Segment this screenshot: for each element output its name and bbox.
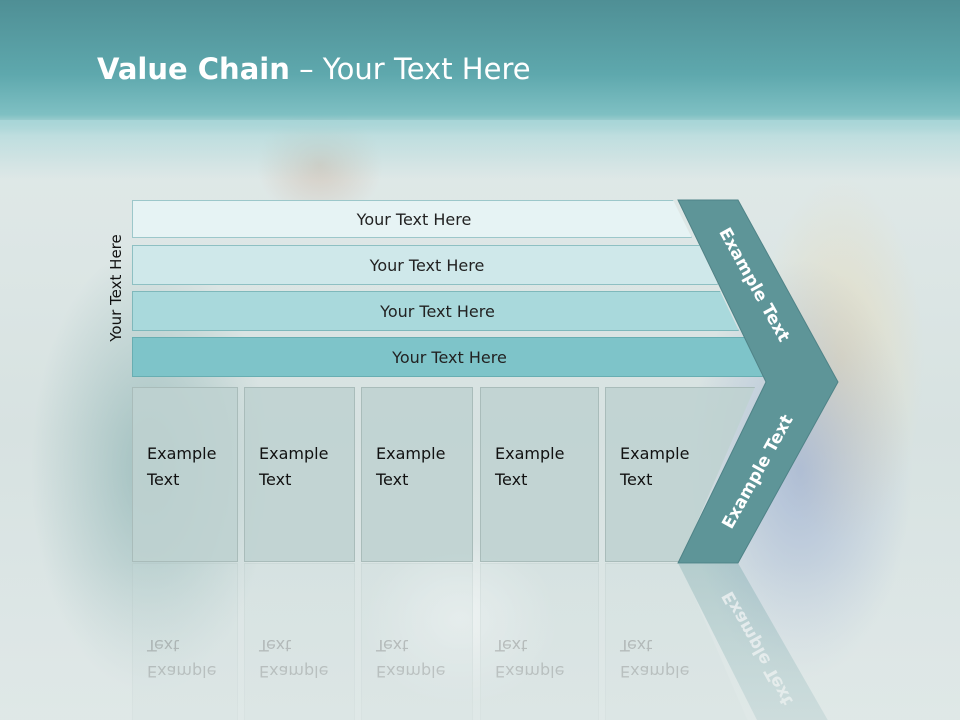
bar-1-label: Your Text Here [356,209,472,229]
column-2: Example Text [244,387,355,562]
column-4-line2: Text [495,470,528,489]
column-1-line2: Text [147,470,180,489]
column-1-line1: Example [147,444,217,463]
bar-4-label: Your Text Here [392,347,507,367]
bar-2: Your Text Here [132,245,718,285]
side-label: Your Text Here [107,234,125,342]
title-bold: Value Chain [97,52,290,86]
bar-1: Your Text Here [132,200,692,238]
bar-2-label: Your Text Here [369,255,485,275]
bar-3: Your Text Here [132,291,739,331]
reflection-fade [0,563,960,720]
header-band [0,0,960,180]
column-3-line2: Text [376,470,409,489]
column-5-line2: Text [620,470,653,489]
column-5-line1: Example [620,444,690,463]
column-4: Example Text [480,387,599,562]
column-4-line1: Example [495,444,565,463]
column-1: Example Text [132,387,238,562]
column-3: Example Text [361,387,473,562]
title-rest: – Your Text Here [289,52,531,86]
bar-4: Your Text Here [132,337,763,377]
column-2-line1: Example [259,444,329,463]
column-2-line2: Text [259,470,292,489]
slide-title: Value Chain – Your Text Here [97,52,531,96]
bar-3-label: Your Text Here [380,301,495,321]
column-3-line1: Example [376,444,446,463]
